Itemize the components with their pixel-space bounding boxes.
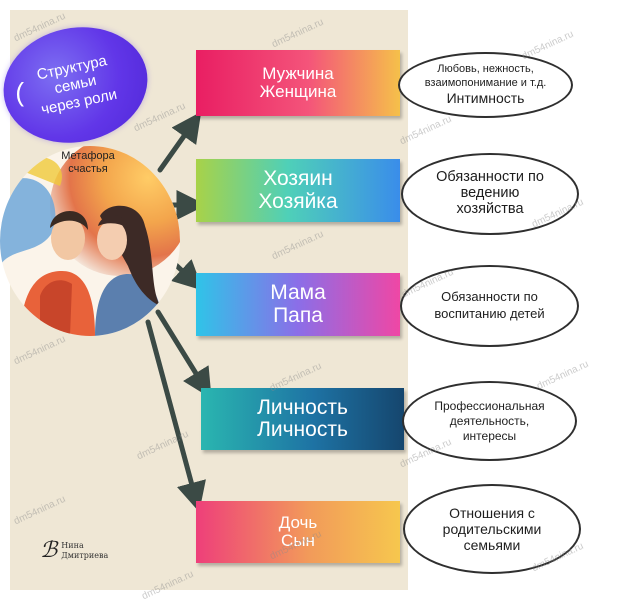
bubble-3-line-1: Обязанности по <box>441 289 538 305</box>
role-box-host-hostess: Хозяин Хозяйка <box>196 159 400 222</box>
role-box-man-woman: Мужчина Женщина <box>196 50 400 116</box>
metaphor-label: Метафора счастья <box>48 150 128 176</box>
metaphor-label-line-1: Метафора <box>61 150 115 162</box>
description-bubble-parents: Отношения с родительскими семьями <box>403 484 581 574</box>
role-box-daughter-son: Дочь Сын <box>196 501 400 563</box>
bubble-5-line-3: семьями <box>463 537 521 554</box>
bubble-5-line-2: родительскими <box>442 520 542 537</box>
bubble-3-line-2: воспитанию детей <box>434 306 545 321</box>
role-5-line-2: Сын <box>281 531 315 550</box>
role-2-line-2: Хозяйка <box>258 189 338 213</box>
bubble-4-line-3: интересы <box>462 428 517 443</box>
bubble-1-line-2: взаимопонимание и т.д. <box>424 76 547 89</box>
bubble-5-line-1: Отношения с <box>449 504 535 521</box>
signature-line-2: Дмитриева <box>61 550 109 560</box>
role-1-line-2: Женщина <box>259 82 337 101</box>
bubble-4-line-1: Профессиональная <box>434 398 545 413</box>
role-5-line-1: Дочь <box>278 513 318 533</box>
arrow-to-role-4 <box>155 309 212 399</box>
role-4-line-1: Личность <box>257 395 348 419</box>
bubble-2-line-1: Обязанности по <box>436 169 544 186</box>
bubble-4-line-2: деятельность, <box>449 413 530 428</box>
role-box-personality: Личность Личность <box>201 388 404 450</box>
description-bubble-parenting: Обязанности по воспитанию детей <box>400 265 579 347</box>
role-2-line-1: Хозяин <box>263 167 333 191</box>
signature-line-1: Нина <box>61 541 84 551</box>
role-box-mom-dad: Мама Папа <box>196 273 400 336</box>
title-paren: ( <box>15 76 25 107</box>
arrow-to-role-1 <box>157 111 202 173</box>
description-bubble-career: Профессиональная деятельность, интересы <box>402 381 577 461</box>
role-4-line-2: Личность <box>257 418 348 441</box>
role-3-line-1: Мама <box>270 281 326 305</box>
bubble-1-line-1: Любовь, нежность, <box>437 63 534 76</box>
metaphor-label-line-2: счастья <box>68 163 108 176</box>
arrow-to-role-5 <box>145 319 206 513</box>
description-bubble-household: Обязанности по ведению хозяйства <box>401 153 579 235</box>
bubble-2-line-2: ведению <box>460 185 520 202</box>
role-1-line-1: Мужчина <box>262 64 334 84</box>
bubble-2-line-3: хозяйства <box>456 200 524 217</box>
bubble-1-heading: Интимность <box>446 89 525 106</box>
author-signature: ℬ Нина Дмитриева <box>40 538 108 563</box>
signature-monogram-icon: ℬ <box>40 538 58 563</box>
role-3-line-2: Папа <box>273 303 323 327</box>
description-bubble-intimacy: Любовь, нежность, взаимопонимание и т.д.… <box>398 52 573 118</box>
